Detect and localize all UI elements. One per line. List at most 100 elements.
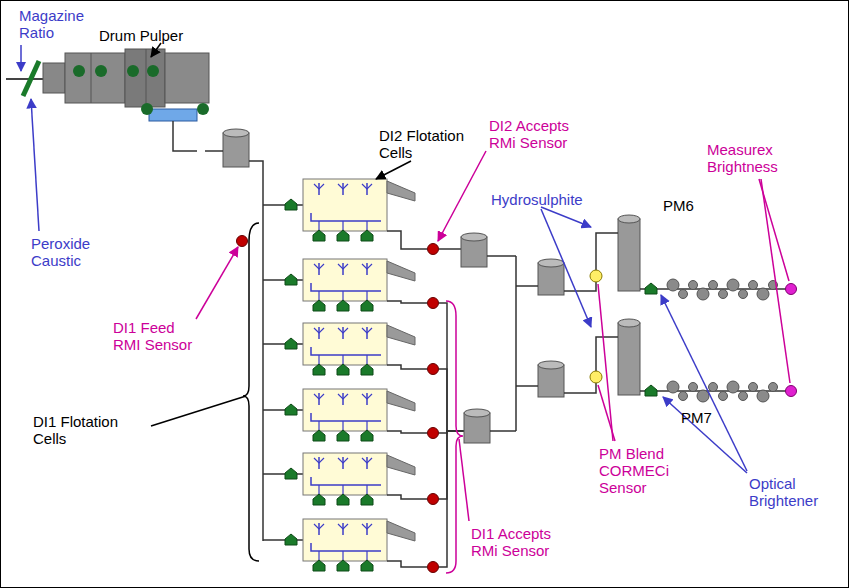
- rmi-sensor-dots: [237, 236, 248, 247]
- drawing-stroke: [314, 458, 324, 463]
- pump-symbol: [313, 494, 325, 505]
- drawing-stroke: [439, 303, 464, 431]
- drawing-stroke: [362, 458, 372, 463]
- pump-symbol: [313, 430, 325, 441]
- pump-symbol: [313, 300, 325, 311]
- drawing-stroke: [297, 409, 303, 411]
- pipes: [487, 233, 791, 431]
- pump-symbol: [361, 300, 373, 311]
- pump-symbol: [361, 560, 373, 571]
- drawing-stroke: [362, 394, 372, 399]
- feed-line: [6, 78, 46, 80]
- callout-label: Measurex Brightness: [707, 141, 797, 175]
- drawing-stroke: [311, 283, 381, 291]
- drawing-stroke: [311, 477, 381, 485]
- rmi-sensor-dot: [428, 298, 439, 309]
- pump-symbol: [361, 494, 373, 505]
- drawing-stroke: [297, 343, 303, 345]
- callout-label: DI1 Flotation Cells: [33, 413, 143, 447]
- drawing-stroke: [297, 279, 303, 281]
- pump-symbol: [313, 230, 325, 241]
- callout-label: DI1 Accepts RMi Sensor: [471, 525, 571, 559]
- accept-lines: [387, 231, 464, 573]
- drawing-stroke: [311, 213, 381, 221]
- roller: [757, 390, 769, 402]
- drawing-stroke: [311, 413, 381, 421]
- pump-symbol: [645, 283, 657, 294]
- brightness-sensor-dots: [786, 284, 797, 397]
- drawing-stroke: [439, 248, 461, 250]
- pump-symbol: [337, 494, 349, 505]
- roller: [757, 288, 769, 300]
- pump-symbol: [285, 534, 297, 545]
- drawing-stroke: [439, 369, 464, 431]
- callout-label: PM Blend CORMECi Sensor: [599, 445, 679, 496]
- roller: [749, 281, 758, 290]
- rmi-sensor-dot: [428, 428, 439, 439]
- froth-launder: [387, 181, 415, 201]
- drawing-stroke: [263, 279, 285, 281]
- pump-symbol: [361, 430, 373, 441]
- header-pipe: [249, 161, 263, 541]
- roller: [689, 281, 698, 290]
- froth-launder: [387, 521, 415, 541]
- drawing-stroke: [314, 184, 324, 189]
- pump-symbol: [337, 364, 349, 375]
- drawing-stroke: [338, 184, 348, 189]
- pump-symbol: [285, 199, 297, 210]
- flotation-cell: [303, 179, 387, 231]
- feed-gate: [23, 61, 39, 96]
- rmi-sensor-dot: [428, 244, 439, 255]
- callout-label: Hydrosulphite: [491, 191, 583, 208]
- drawing-stroke: [387, 495, 427, 499]
- pump-symbol: [313, 364, 325, 375]
- roller: [719, 392, 728, 401]
- tank: [223, 129, 249, 167]
- flotation-cell: [303, 323, 387, 365]
- drawing-stroke: [387, 431, 427, 433]
- drawing-stroke: [338, 458, 348, 463]
- drawing-stroke: [362, 184, 372, 189]
- drawing-stroke: [387, 561, 427, 567]
- drawing-stroke: [311, 543, 381, 551]
- roller: [709, 281, 718, 290]
- drawing-stroke: [362, 524, 372, 529]
- froth-launder: [387, 325, 415, 345]
- roller: [679, 392, 688, 401]
- drawing-stroke: [263, 539, 285, 541]
- tanks: [461, 215, 640, 443]
- pump-symbol: [313, 560, 325, 571]
- roller: [749, 383, 758, 392]
- pump-symbol: [645, 385, 657, 396]
- rmi-sensor-dot: [428, 562, 439, 573]
- drawing-stroke: [263, 473, 285, 475]
- drawing-stroke: [387, 231, 427, 249]
- pump-symbol: [361, 364, 373, 375]
- roller: [727, 381, 739, 393]
- drawing-stroke: [362, 264, 372, 269]
- drawing-stroke: [314, 524, 324, 529]
- flotation-cell: [303, 259, 387, 301]
- drawing-stroke: [338, 394, 348, 399]
- pump-symbol: [285, 274, 297, 285]
- callout-label: PM7: [681, 409, 712, 426]
- callout-label: Optical Brightener: [749, 475, 839, 509]
- roller: [667, 381, 679, 393]
- drawing-stroke: [311, 347, 381, 355]
- roller: [739, 290, 748, 299]
- paper-machines: [645, 279, 778, 402]
- pump-symbol: [361, 230, 373, 241]
- drawing-stroke: [297, 473, 303, 475]
- drawing-stroke: [338, 328, 348, 333]
- callout-label: DI2 Flotation Cells: [379, 127, 489, 161]
- leader-lines: [21, 43, 790, 573]
- pump-symbol: [337, 560, 349, 571]
- roller: [739, 392, 748, 401]
- pump-symbol: [337, 430, 349, 441]
- froth-launder: [387, 391, 415, 411]
- callout-label: PM6: [663, 197, 694, 214]
- drawing-stroke: [263, 204, 285, 206]
- drawing-stroke: [314, 328, 324, 333]
- rmi-sensor-dot: [428, 364, 439, 375]
